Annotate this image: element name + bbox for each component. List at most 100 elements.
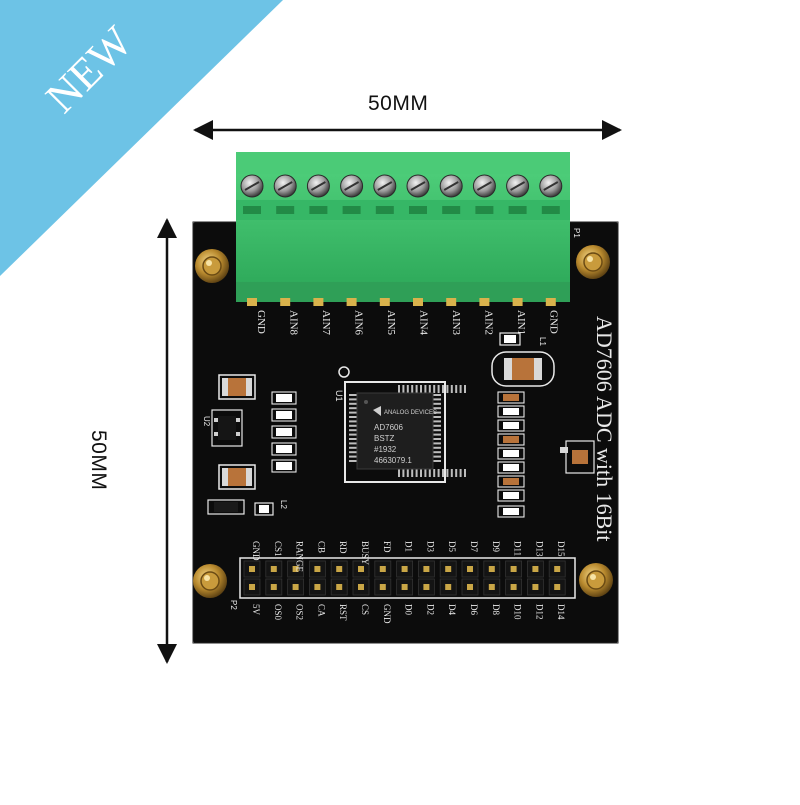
- terminal-pin: [313, 298, 324, 306]
- terminal-screw: [340, 174, 364, 198]
- terminal-wire-slot: [342, 206, 361, 214]
- terminal-wire-slot: [309, 206, 328, 214]
- brass-standoff: [576, 245, 610, 279]
- terminal-pin: [446, 298, 457, 306]
- header-top-label: CB: [316, 541, 326, 553]
- left-components: U2 L2: [202, 374, 297, 516]
- terminal-pin: [280, 298, 291, 306]
- header-bottom-label: CA: [316, 604, 326, 617]
- header-bottom-label: GND: [382, 604, 392, 624]
- designator-l1: L1: [538, 337, 547, 346]
- board-title-silkscreen: AD7606 ADC with 16Bit: [592, 316, 617, 542]
- svg-text:AD7606 ADC with 16Bit: AD7606 ADC with 16Bit: [592, 316, 617, 542]
- header-bottom-label: D2: [425, 604, 435, 615]
- right-components: L1: [491, 332, 595, 518]
- header-bottom-label: 5V: [251, 604, 261, 616]
- terminal-screw: [240, 174, 264, 198]
- chip-marking: AD7606: [374, 423, 403, 432]
- header-bottom-label: RST: [338, 604, 348, 621]
- header-bottom-label: D14: [556, 604, 566, 620]
- terminal-screw: [439, 174, 463, 198]
- header-bottom-label: D4: [447, 604, 457, 615]
- terminal-screw: [506, 174, 530, 198]
- header-top-label: RANGE: [295, 541, 305, 573]
- header-top-label: RD: [338, 541, 348, 554]
- terminal-label: GND: [255, 310, 267, 334]
- terminal-pin: [479, 298, 490, 306]
- ad7606-chip: ANALOG DEVICES AD7606 BSTZ #1932 4663079…: [334, 366, 466, 483]
- chip-marking: #1932: [374, 445, 397, 454]
- terminal-wire-slot: [243, 206, 261, 214]
- header-bottom-label: D10: [513, 604, 523, 620]
- terminal-pin: [512, 298, 523, 306]
- designator-u1: U1: [334, 390, 344, 402]
- terminal-wire-slot: [508, 206, 527, 214]
- header-top-label: D1: [404, 541, 414, 552]
- mounting-standoffs: [193, 245, 613, 598]
- header-top-label: D5: [447, 541, 457, 552]
- header-bottom-label: OS0: [273, 604, 283, 621]
- new-badge: [0, 0, 283, 276]
- height-label: 50MM: [87, 430, 110, 491]
- header-bottom-label: D6: [469, 604, 479, 615]
- chip-marking: BSTZ: [374, 434, 395, 443]
- terminal-label: AIN5: [385, 310, 397, 336]
- brass-standoff: [579, 563, 613, 597]
- terminal-label: AIN8: [288, 310, 300, 336]
- terminal-screw: [273, 174, 297, 198]
- terminal-screw: [472, 174, 496, 198]
- terminal-wire-slot: [442, 206, 461, 214]
- terminal-wire-slot: [276, 206, 295, 214]
- terminal-pin: [346, 298, 357, 306]
- header-top-label: D3: [425, 541, 435, 552]
- screw-terminal-block: [236, 152, 570, 306]
- chip-marking: ANALOG DEVICES: [384, 410, 437, 416]
- terminal-labels: GND AIN8 AIN7 AIN6 AIN5 AIN4 AIN3 AIN2 AIN1 GND: [255, 310, 560, 336]
- terminal-wire-slot: [541, 206, 560, 214]
- chip-marking: 4663079.1: [374, 456, 412, 465]
- header-bottom-label: D0: [404, 604, 414, 615]
- terminal-label: AIN4: [418, 310, 430, 336]
- header-top-label: CS1: [273, 541, 283, 557]
- header-top-label: D13: [534, 541, 544, 557]
- header-bottom-label: D12: [534, 604, 544, 620]
- terminal-screw: [306, 174, 330, 198]
- terminal-pin: [379, 298, 390, 306]
- terminal-pin: [413, 298, 423, 306]
- terminal-wire-slot: [375, 206, 394, 214]
- width-label: 50MM: [368, 92, 429, 115]
- terminal-label: AIN2: [483, 310, 495, 335]
- terminal-screw: [539, 174, 563, 198]
- header-top-label: D15: [556, 541, 566, 557]
- terminal-label: AIN1: [515, 310, 527, 335]
- designator-u2: U2: [202, 416, 211, 427]
- designator-p2: P2: [229, 600, 238, 610]
- terminal-wire-slot: [475, 206, 494, 214]
- pin-header: [239, 557, 576, 599]
- terminal-pin: [545, 298, 556, 306]
- terminal-wire-slot: [409, 206, 427, 214]
- terminal-screw: [406, 174, 430, 198]
- terminal-screw: [373, 174, 397, 198]
- terminal-label: AIN6: [353, 310, 365, 336]
- header-bottom-label: CS: [360, 604, 370, 615]
- terminal-pin: [247, 298, 257, 306]
- header-bottom-label: D8: [491, 604, 501, 615]
- brass-standoff: [195, 249, 229, 283]
- designator-p1: P1: [572, 228, 581, 238]
- header-top-label: FD: [382, 541, 392, 553]
- terminal-label: GND: [548, 310, 560, 334]
- header-top-label: D7: [469, 541, 479, 552]
- terminal-label: AIN7: [320, 310, 332, 336]
- terminal-label: AIN3: [450, 310, 462, 336]
- brass-standoff: [193, 564, 227, 598]
- designator-l2: L2: [279, 500, 288, 509]
- header-bottom-labels: 5V OS0 OS2 CA RST CS GND D0 D2 D4 D6 D8 D10 D12 D14: [251, 604, 566, 624]
- header-top-label: GND: [251, 541, 261, 561]
- header-top-label: D11: [513, 541, 523, 556]
- header-bottom-label: OS2: [295, 604, 305, 620]
- header-top-label: BUSY: [360, 541, 370, 566]
